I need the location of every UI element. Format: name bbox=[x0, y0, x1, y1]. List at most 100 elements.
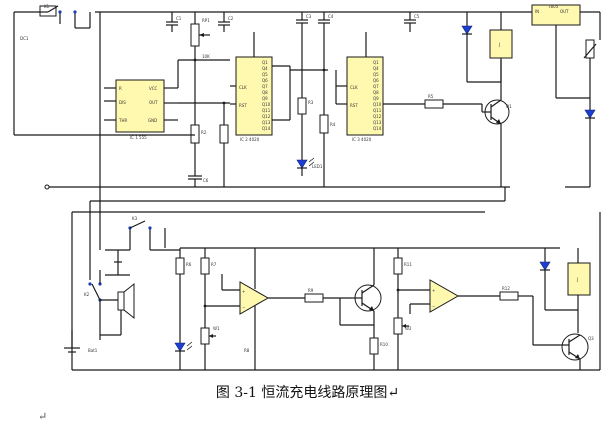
svg-text:Q10: Q10 bbox=[373, 102, 382, 107]
ic1-label: IC 1 555 bbox=[130, 135, 147, 140]
potentiometer-rp1: RP1 10K bbox=[190, 12, 210, 60]
relay-top-label: J bbox=[498, 42, 500, 47]
svg-text:Q11: Q11 bbox=[262, 108, 271, 113]
svg-text:−: − bbox=[432, 304, 435, 309]
svg-text:K2: K2 bbox=[84, 292, 90, 297]
svg-text:R6: R6 bbox=[186, 262, 192, 267]
svg-text:Q13: Q13 bbox=[262, 120, 271, 125]
svg-text:Q14: Q14 bbox=[373, 126, 382, 131]
relay-bottom-label: J bbox=[576, 277, 578, 282]
svg-text:Q8: Q8 bbox=[373, 90, 379, 95]
svg-text:RP1: RP1 bbox=[202, 18, 210, 23]
svg-text:THR: THR bbox=[118, 118, 127, 123]
circuit-schematic: K1 DC1 C1 C2 C3 C4 C5 bbox=[13, 4, 601, 371]
svg-text:W2: W2 bbox=[405, 326, 412, 331]
switch-k2-and-battery: K2 Bat1 bbox=[64, 270, 102, 353]
svg-text:OUT: OUT bbox=[149, 100, 158, 105]
svg-text:Q4: Q4 bbox=[262, 66, 268, 71]
svg-text:CLK: CLK bbox=[239, 85, 247, 90]
svg-text:W1: W1 bbox=[213, 326, 220, 331]
svg-text:R4: R4 bbox=[330, 122, 336, 127]
svg-text:Q9: Q9 bbox=[262, 96, 268, 101]
svg-text:Q3: Q3 bbox=[588, 336, 594, 341]
svg-text:Q9: Q9 bbox=[373, 96, 379, 101]
caption-return-mark: ↵ bbox=[387, 385, 400, 401]
svg-text:−: − bbox=[242, 305, 245, 310]
svg-text:C5: C5 bbox=[414, 14, 420, 19]
figure-caption-text: 图 3-1 恒流充电线路原理图 bbox=[215, 385, 388, 401]
svg-text:Q1: Q1 bbox=[506, 104, 512, 109]
svg-text:R10: R10 bbox=[380, 342, 388, 347]
svg-text:C6: C6 bbox=[203, 178, 209, 183]
top-power-rail bbox=[14, 11, 601, 40]
svg-text:R3: R3 bbox=[308, 100, 314, 105]
relay-j-top: J bbox=[461, 12, 513, 83]
transistor-q2: R10 bbox=[339, 248, 388, 370]
svg-text:Q5: Q5 bbox=[262, 72, 268, 77]
svg-text:C4: C4 bbox=[328, 14, 334, 19]
svg-text:Q12: Q12 bbox=[373, 114, 382, 119]
svg-text:RST: RST bbox=[350, 103, 358, 108]
driver-transistor-q1: R5 Q1 bbox=[424, 60, 512, 187]
led2-branch: R6 bbox=[174, 248, 193, 370]
svg-text:Q4: Q4 bbox=[373, 66, 379, 71]
svg-text:C2: C2 bbox=[228, 16, 234, 21]
svg-text:Q1: Q1 bbox=[373, 60, 379, 65]
svg-text:10K: 10K bbox=[202, 54, 210, 59]
svg-text:RST: RST bbox=[239, 103, 247, 108]
svg-text:VCC: VCC bbox=[149, 86, 158, 91]
figure-caption: 图 3-1 恒流充电线路原理图↵ bbox=[0, 382, 615, 402]
top-capacitors: C1 C2 C3 C4 C5 bbox=[166, 12, 420, 32]
svg-text:DC1: DC1 bbox=[20, 36, 29, 41]
relay-contact-k3: K3 bbox=[105, 216, 180, 276]
svg-text:K3: K3 bbox=[132, 216, 138, 221]
svg-text:Q5: Q5 bbox=[373, 72, 379, 77]
bottom-rails bbox=[71, 200, 601, 371]
svg-text:OUT: OUT bbox=[560, 9, 569, 14]
speaker bbox=[100, 282, 135, 336]
svg-text:Bat1: Bat1 bbox=[88, 348, 98, 353]
timing-network: R2 C6 bbox=[177, 58, 230, 187]
svg-text:GND: GND bbox=[148, 118, 157, 123]
svg-text:Q13: Q13 bbox=[373, 120, 382, 125]
opamp-1-stage: R7 W1 R8 + − R9 bbox=[200, 248, 352, 370]
svg-text:Q7: Q7 bbox=[262, 84, 268, 89]
opamp-2-stage: R11 W2 + − R12 bbox=[393, 248, 560, 370]
svg-text:Q10: Q10 bbox=[262, 102, 271, 107]
svg-text:C3: C3 bbox=[306, 14, 312, 19]
svg-text:C1: C1 bbox=[176, 16, 182, 21]
regulator-7805: IN OUT 7805 bbox=[531, 4, 597, 187]
regulator-label: 7805 bbox=[548, 4, 559, 9]
ic3-label: IC 3 4020 bbox=[352, 137, 372, 142]
svg-text:K1: K1 bbox=[44, 4, 50, 9]
svg-text:IN: IN bbox=[535, 9, 539, 14]
led1-indicator-branch: R3 LED1 bbox=[296, 32, 323, 176]
svg-text:Q7: Q7 bbox=[373, 84, 379, 89]
svg-text:+: + bbox=[432, 288, 435, 293]
svg-text:R7: R7 bbox=[211, 262, 217, 267]
svg-text:CLK: CLK bbox=[350, 85, 358, 90]
svg-text:R12: R12 bbox=[502, 286, 510, 291]
svg-text:Q12: Q12 bbox=[262, 114, 271, 119]
svg-text:Q8: Q8 bbox=[262, 90, 268, 95]
svg-text:R2: R2 bbox=[201, 130, 207, 135]
svg-text:+: + bbox=[242, 289, 245, 294]
svg-text:R11: R11 bbox=[404, 262, 412, 267]
svg-text:R9: R9 bbox=[308, 288, 314, 293]
svg-text:Q6: Q6 bbox=[373, 78, 379, 83]
ic1-555-timer: R DIS THR VCC OUT GND IC 1 555 bbox=[99, 12, 178, 140]
svg-text:R5: R5 bbox=[428, 94, 434, 99]
ic2-label: IC 2 4020 bbox=[240, 137, 260, 142]
svg-text:Q1: Q1 bbox=[262, 60, 268, 65]
svg-text:DIS: DIS bbox=[119, 100, 126, 105]
svg-text:Q11: Q11 bbox=[373, 108, 382, 113]
svg-text:Q6: Q6 bbox=[262, 78, 268, 83]
svg-text:LED1: LED1 bbox=[312, 164, 323, 169]
svg-text:R: R bbox=[119, 86, 122, 91]
resistor-r4: R4 bbox=[290, 32, 336, 187]
relay-j-bottom-stage: J Q3 bbox=[539, 248, 594, 370]
middle-ground-rail bbox=[13, 40, 590, 250]
interstage-wires bbox=[504, 187, 506, 201]
